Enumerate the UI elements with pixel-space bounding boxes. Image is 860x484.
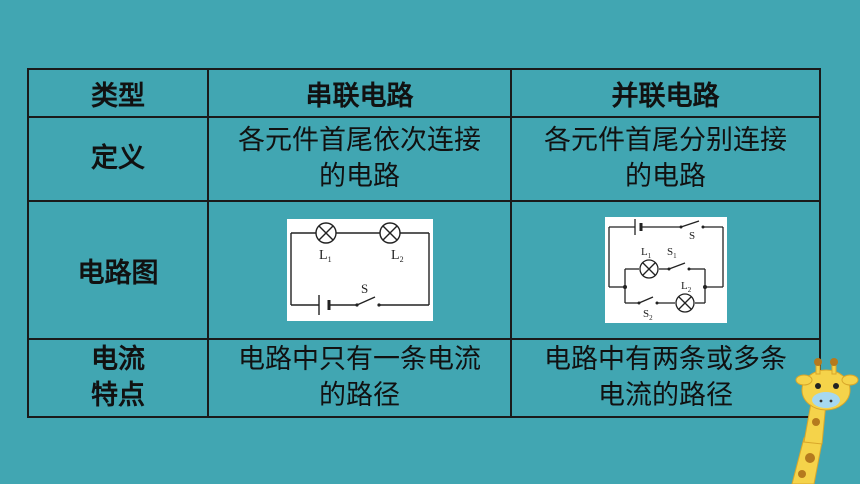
header-row: 类型 串联电路 并联电路 xyxy=(27,68,821,118)
giraffe-mascot-icon xyxy=(791,358,859,484)
definition-row: 定义 各元件首尾依次连接 的电路 各元件首尾分别连接 的电路 xyxy=(27,116,821,202)
label-l1: L1 xyxy=(319,248,332,264)
series-diagram-cell: L1 L2 S xyxy=(207,200,512,340)
switch-contacts-icon xyxy=(622,225,707,305)
current-series-line-2: 的路径 xyxy=(319,380,400,411)
current-label-line-2: 特点 xyxy=(91,380,145,411)
current-parallel-line-2: 电流的路径 xyxy=(598,380,733,411)
diagram-row: 电路图 xyxy=(27,200,821,340)
current-row: 电流 特点 电路中只有一条电流 的路径 电路中有两条或多条 电流的路径 xyxy=(27,338,821,418)
lamp-l1-icon xyxy=(638,259,659,279)
series-circuit-diagram: L1 L2 S xyxy=(286,219,433,321)
comparison-table: 类型 串联电路 并联电路 定义 各元件首尾依次连接 的电路 各元件首尾分别连接 … xyxy=(27,68,821,418)
parallel-diagram-cell: S L1 S1 L2 S2 xyxy=(510,200,821,340)
definition-series-line-2: 的电路 xyxy=(319,161,400,192)
current-parallel-line-1: 电路中有两条或多条 xyxy=(544,344,787,375)
current-series: 电路中只有一条电流 的路径 xyxy=(207,338,512,418)
current-label-line-1: 电流 xyxy=(91,344,145,375)
definition-parallel-line-1: 各元件首尾分别连接 xyxy=(544,125,787,156)
label-l2: L2 xyxy=(391,248,404,264)
parallel-circuit-diagram: S L1 S1 L2 S2 xyxy=(604,217,727,323)
switch-pivot-icon xyxy=(354,303,359,307)
definition-label: 定义 xyxy=(27,116,209,202)
label-s1: S1 xyxy=(667,246,677,260)
label-s: S xyxy=(689,230,695,242)
current-label: 电流 特点 xyxy=(27,338,209,418)
label-s2: S2 xyxy=(643,308,653,322)
definition-parallel: 各元件首尾分别连接 的电路 xyxy=(510,116,821,202)
definition-parallel-line-2: 的电路 xyxy=(625,161,706,192)
label-l2: L2 xyxy=(681,280,692,294)
header-parallel-circuit: 并联电路 xyxy=(510,68,821,118)
lamp-l2-icon xyxy=(378,222,401,244)
lamp-l2-icon xyxy=(674,293,695,313)
switch-contact-icon xyxy=(376,303,381,307)
header-type: 类型 xyxy=(27,68,209,118)
definition-series-line-1: 各元件首尾依次连接 xyxy=(238,125,481,156)
label-s: S xyxy=(361,281,368,296)
label-l1: L1 xyxy=(641,246,652,260)
current-series-line-1: 电路中只有一条电流 xyxy=(238,344,481,375)
definition-series: 各元件首尾依次连接 的电路 xyxy=(207,116,512,202)
lamp-l1-icon xyxy=(314,222,337,244)
header-series-circuit: 串联电路 xyxy=(207,68,512,118)
battery-icon xyxy=(317,295,330,315)
battery-icon xyxy=(633,219,642,235)
current-parallel: 电路中有两条或多条 电流的路径 xyxy=(510,338,821,418)
diagram-label: 电路图 xyxy=(27,200,209,340)
